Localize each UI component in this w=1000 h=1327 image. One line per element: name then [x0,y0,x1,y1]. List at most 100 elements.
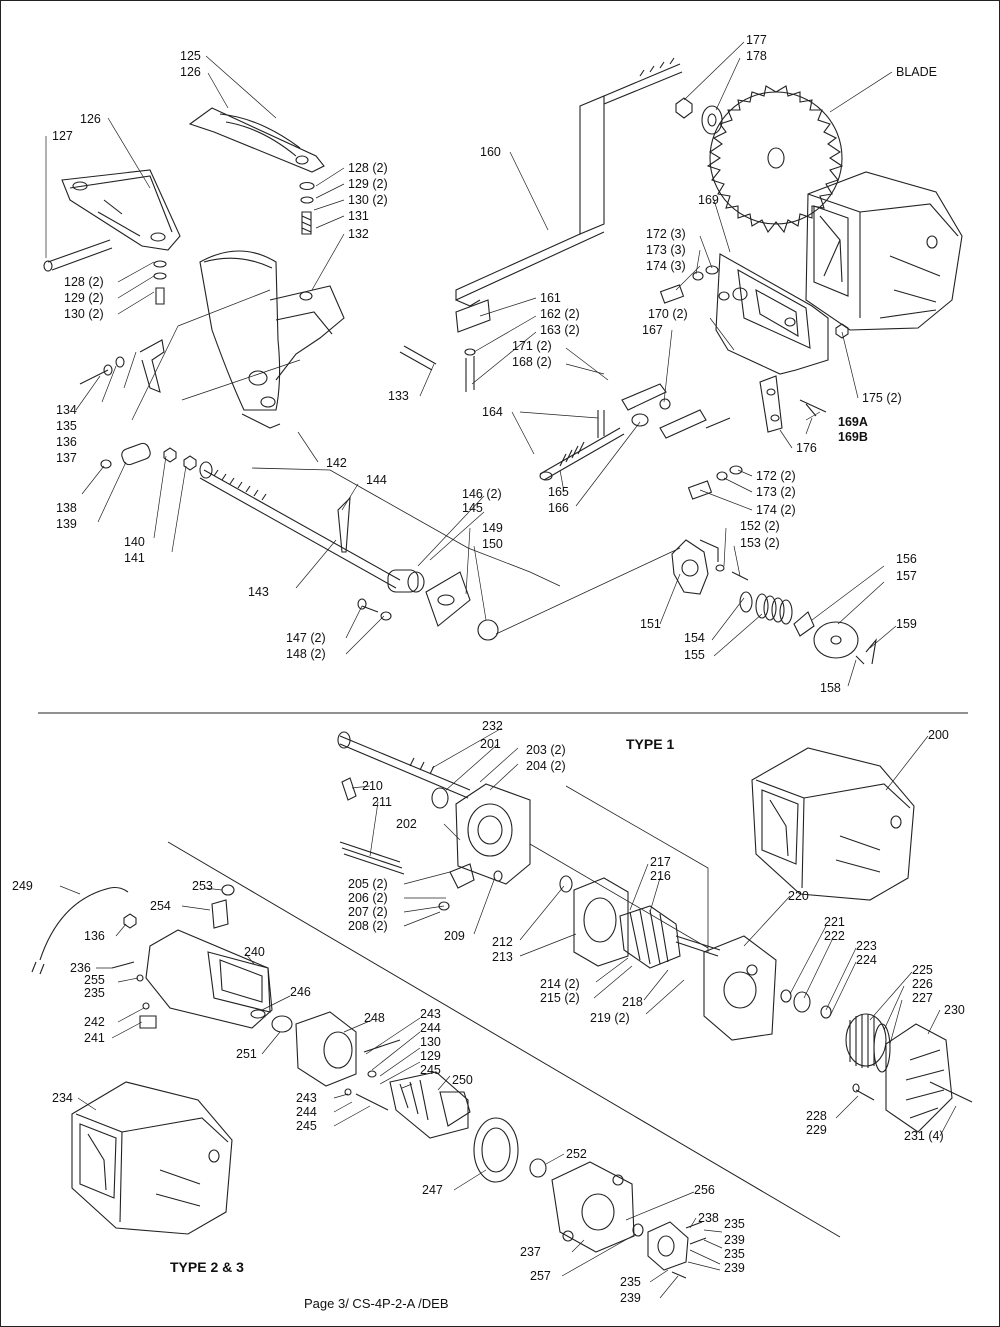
part-label: 230 [944,1003,965,1017]
part-label: 254 [150,899,171,913]
stator-213 [574,878,628,966]
part-label: 224 [856,953,877,967]
arbor-nut-177 [676,98,692,118]
bolt-174a [661,285,684,303]
part-label: 212 [492,935,513,949]
nut-140 [164,448,176,462]
part-label: 129 (2) [64,291,104,305]
part-253 [222,885,234,895]
part-label: 134 [56,403,77,417]
part-label: 174 (3) [646,259,686,273]
part-label: 167 [642,323,663,337]
part-label: 143 [248,585,269,599]
type1-leaders [530,786,708,952]
part-label: 242 [84,1015,105,1029]
armature-217 [620,906,720,968]
arbor-bracket-169 [716,254,828,374]
part-label: 225 [912,963,933,977]
part-label: 125 [180,49,201,63]
motor-top [806,172,962,330]
end-bell-202 [456,784,530,884]
part-label: 157 [896,569,917,583]
part-label: 249 [12,879,33,893]
raising-arm-160 [456,58,682,306]
armature-250 [390,1072,470,1138]
part-label: 130 (2) [64,307,104,321]
plate-168 [622,384,666,410]
part-label: 129 (2) [348,177,388,191]
flange-178 [702,106,722,134]
part-label: 161 [540,291,561,305]
part-label: 135 [56,419,77,433]
part-254 [212,900,228,928]
part-label: 164 [482,405,503,419]
lead-screw-143 [200,462,400,588]
bearing-251 [272,1016,292,1032]
part-label: 211 [372,795,392,809]
part-label: 152 (2) [740,519,780,533]
part-label: 147 (2) [286,631,326,645]
part-label: 169 [698,193,719,207]
part-label: 201 [480,737,501,751]
part-label: 128 (2) [64,275,104,289]
spring-155 [756,594,792,624]
part-label: 160 [480,145,501,159]
part-label: 126 [180,65,201,79]
part-label: 174 (2) [756,503,796,517]
washer-221 [781,990,791,1002]
part-label: 169B [838,430,868,444]
part-label: 223 [856,939,877,953]
part-label: 132 [348,227,369,241]
part-label: 173 (3) [646,243,686,257]
washer-257 [633,1224,643,1236]
part-label: 138 [56,501,77,515]
motor-234 [72,1082,232,1234]
part-label: 153 (2) [740,536,780,550]
shaft-gear-165 [540,410,624,480]
washer-246 [251,1010,265,1018]
part-label: 235 [724,1247,745,1261]
end-bell-220 [704,936,776,1040]
brush-holder-256 [648,1222,688,1270]
part-label: 220 [788,889,809,903]
part-label: 203 (2) [526,743,566,757]
part-label: 239 [724,1233,745,1247]
screw-134 [80,370,108,384]
part-label: 165 [548,485,569,499]
screw-245b [356,1094,388,1110]
part-label: 208 (2) [348,919,388,933]
part-label: 235 [724,1217,745,1231]
hand-wheel-157 [814,622,858,658]
part-label: 238 [698,1211,719,1225]
part-label: 156 [896,552,917,566]
wires-211 [340,842,404,874]
rod-133 [400,346,436,370]
part-label: 245 [420,1063,441,1077]
part-label: 252 [566,1147,587,1161]
part-label: 171 (2) [512,339,552,353]
part-label: 166 [548,501,569,515]
part-label: 210 [362,779,383,793]
part-label: 244 [420,1021,441,1035]
part-label: 229 [806,1123,827,1137]
washer-212 [560,876,572,892]
bracket-137 [140,340,164,392]
washer-223 [821,1006,831,1018]
part-label: 255 [84,973,105,987]
part-label: 139 [56,517,77,531]
stator-248 [296,1012,356,1086]
part-label: 142 [326,456,347,470]
bushing-139 [120,442,152,467]
part-label: 177 [746,33,767,47]
part-label: 253 [192,879,213,893]
part-label: 239 [620,1291,641,1305]
nut-141 [184,456,196,470]
part-label: 150 [482,537,503,551]
part-label: 248 [364,1011,385,1025]
part-label: 237 [520,1245,541,1259]
part-label: 228 [806,1109,827,1123]
bolt-163 [466,356,474,392]
part-label: 209 [444,929,465,943]
part-label: 130 (2) [348,193,388,207]
